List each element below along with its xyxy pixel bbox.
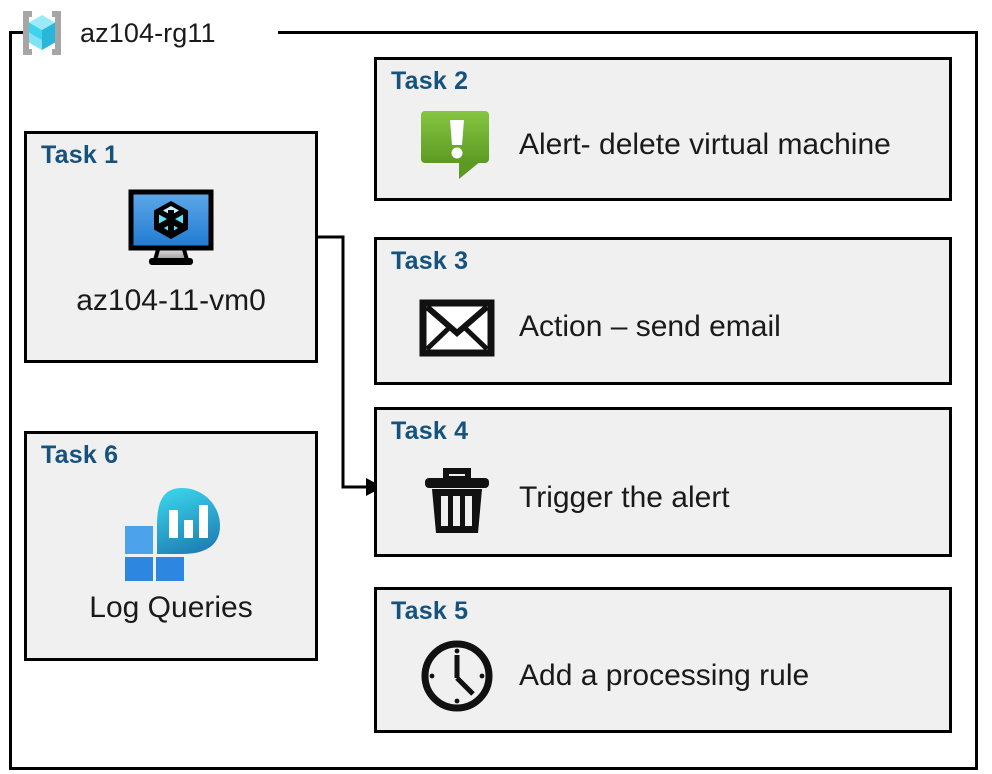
card-task6-title: Task 6 xyxy=(41,441,119,469)
card-task6-label: Log Queries xyxy=(89,591,253,624)
card-task1-title: Task 1 xyxy=(41,141,119,169)
envelope-icon xyxy=(419,297,495,357)
virtual-machine-icon xyxy=(27,188,315,270)
card-task2[interactable]: Task 2 Alert- delete virtual machin xyxy=(374,57,952,201)
resource-group-cube-icon xyxy=(14,8,70,58)
resource-group-label-notch xyxy=(38,16,278,48)
card-task3-label: Action – send email xyxy=(519,310,781,343)
resource-group-header: az104-rg11 xyxy=(14,2,216,64)
resource-group-container xyxy=(9,31,978,770)
card-task1-label: az104-11-vm0 xyxy=(76,284,266,317)
card-task1[interactable]: Task 1 xyxy=(24,131,318,363)
card-task5[interactable]: Task 5 Add a processing rule xyxy=(374,587,952,733)
clock-icon xyxy=(419,638,495,714)
card-task5-title: Task 5 xyxy=(391,597,469,625)
card-task3-title: Task 3 xyxy=(391,247,469,275)
card-task4-label: Trigger the alert xyxy=(519,481,730,514)
resource-group-name: az104-rg11 xyxy=(80,17,216,48)
trash-can-icon xyxy=(419,459,495,537)
alert-bubble-icon xyxy=(419,109,495,181)
card-task2-label: Alert- delete virtual machine xyxy=(519,128,891,161)
card-task6[interactable]: Task 6 Log Queri xyxy=(24,431,318,661)
card-task4-title: Task 4 xyxy=(391,417,469,445)
card-task5-label: Add a processing rule xyxy=(519,659,810,692)
card-task4[interactable]: Task 4 Trigger the alert xyxy=(374,407,952,557)
card-task3[interactable]: Task 3 Action – send email xyxy=(374,237,952,385)
card-task2-title: Task 2 xyxy=(391,67,469,95)
log-analytics-icon xyxy=(27,486,315,582)
